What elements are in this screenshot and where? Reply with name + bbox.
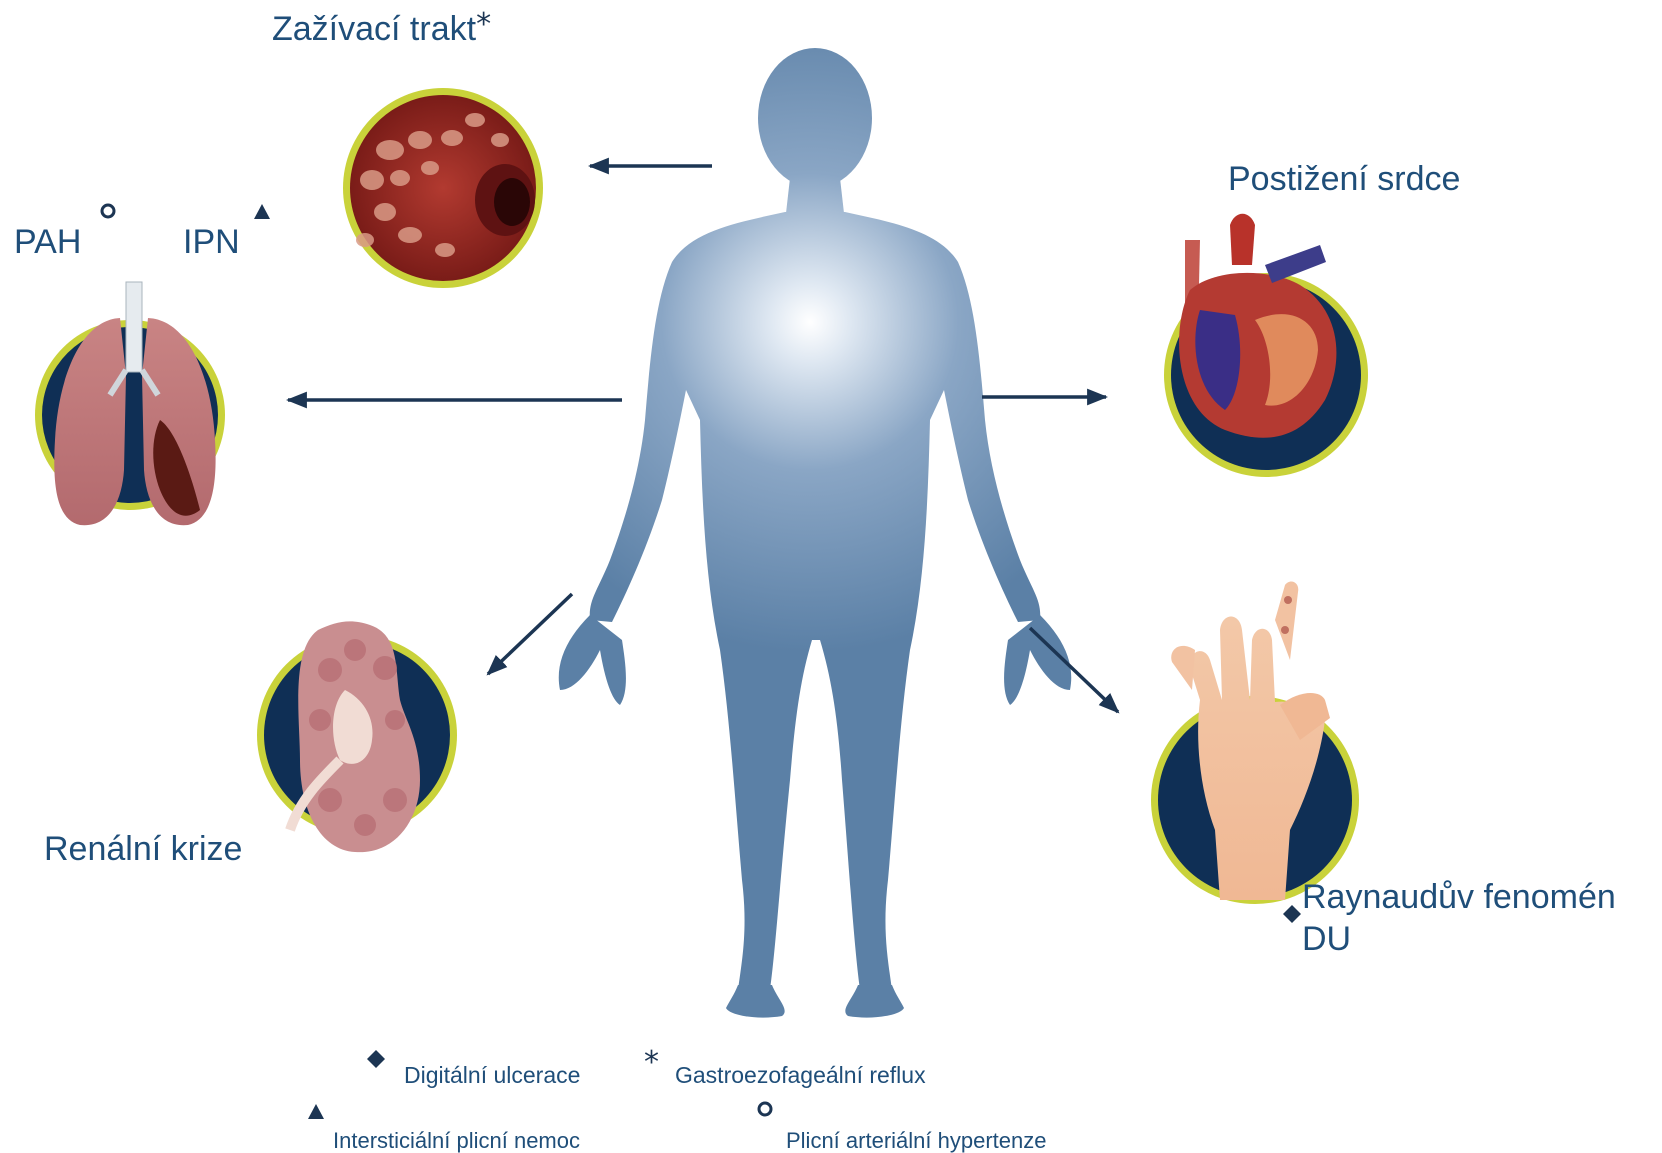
raynaud-diamond-icon	[1283, 905, 1301, 923]
legend-gerd: Gastroezofageální reflux	[675, 1064, 926, 1087]
label-pah: PAH	[14, 225, 81, 259]
label-du: DU	[1302, 922, 1351, 956]
lungs-illustration	[35, 282, 225, 525]
legend-ild: Intersticiální plicní nemoc	[333, 1130, 580, 1152]
asterisk-icon: *	[476, 7, 491, 42]
label-gi-tract: Zažívací trakt*	[272, 12, 491, 46]
pah-circle-icon	[102, 205, 114, 217]
heart-illustration	[1164, 214, 1368, 477]
hand-illustration	[1151, 581, 1359, 904]
label-ipn: IPN	[183, 225, 240, 259]
label-heart: Postižení srdce	[1228, 162, 1460, 196]
legend-circle-icon	[759, 1103, 771, 1115]
arrow-to-kidney	[488, 594, 572, 674]
legend-diamond-icon	[367, 1050, 385, 1068]
kidney-illustration	[257, 621, 457, 852]
legend-digital-ulcers: Digitální ulcerace	[404, 1064, 580, 1087]
label-renal: Renální krize	[44, 832, 242, 866]
legend-asterisk-icon: *	[644, 1048, 659, 1078]
label-raynaud: Raynaudův fenomén	[1302, 880, 1616, 914]
ipn-triangle-icon	[254, 204, 270, 219]
human-body-silhouette	[559, 48, 1072, 1018]
legend-triangle-icon	[308, 1104, 324, 1119]
esophagus-illustration	[343, 88, 543, 288]
legend-pah: Plicní arteriální hypertenze	[786, 1130, 1046, 1152]
